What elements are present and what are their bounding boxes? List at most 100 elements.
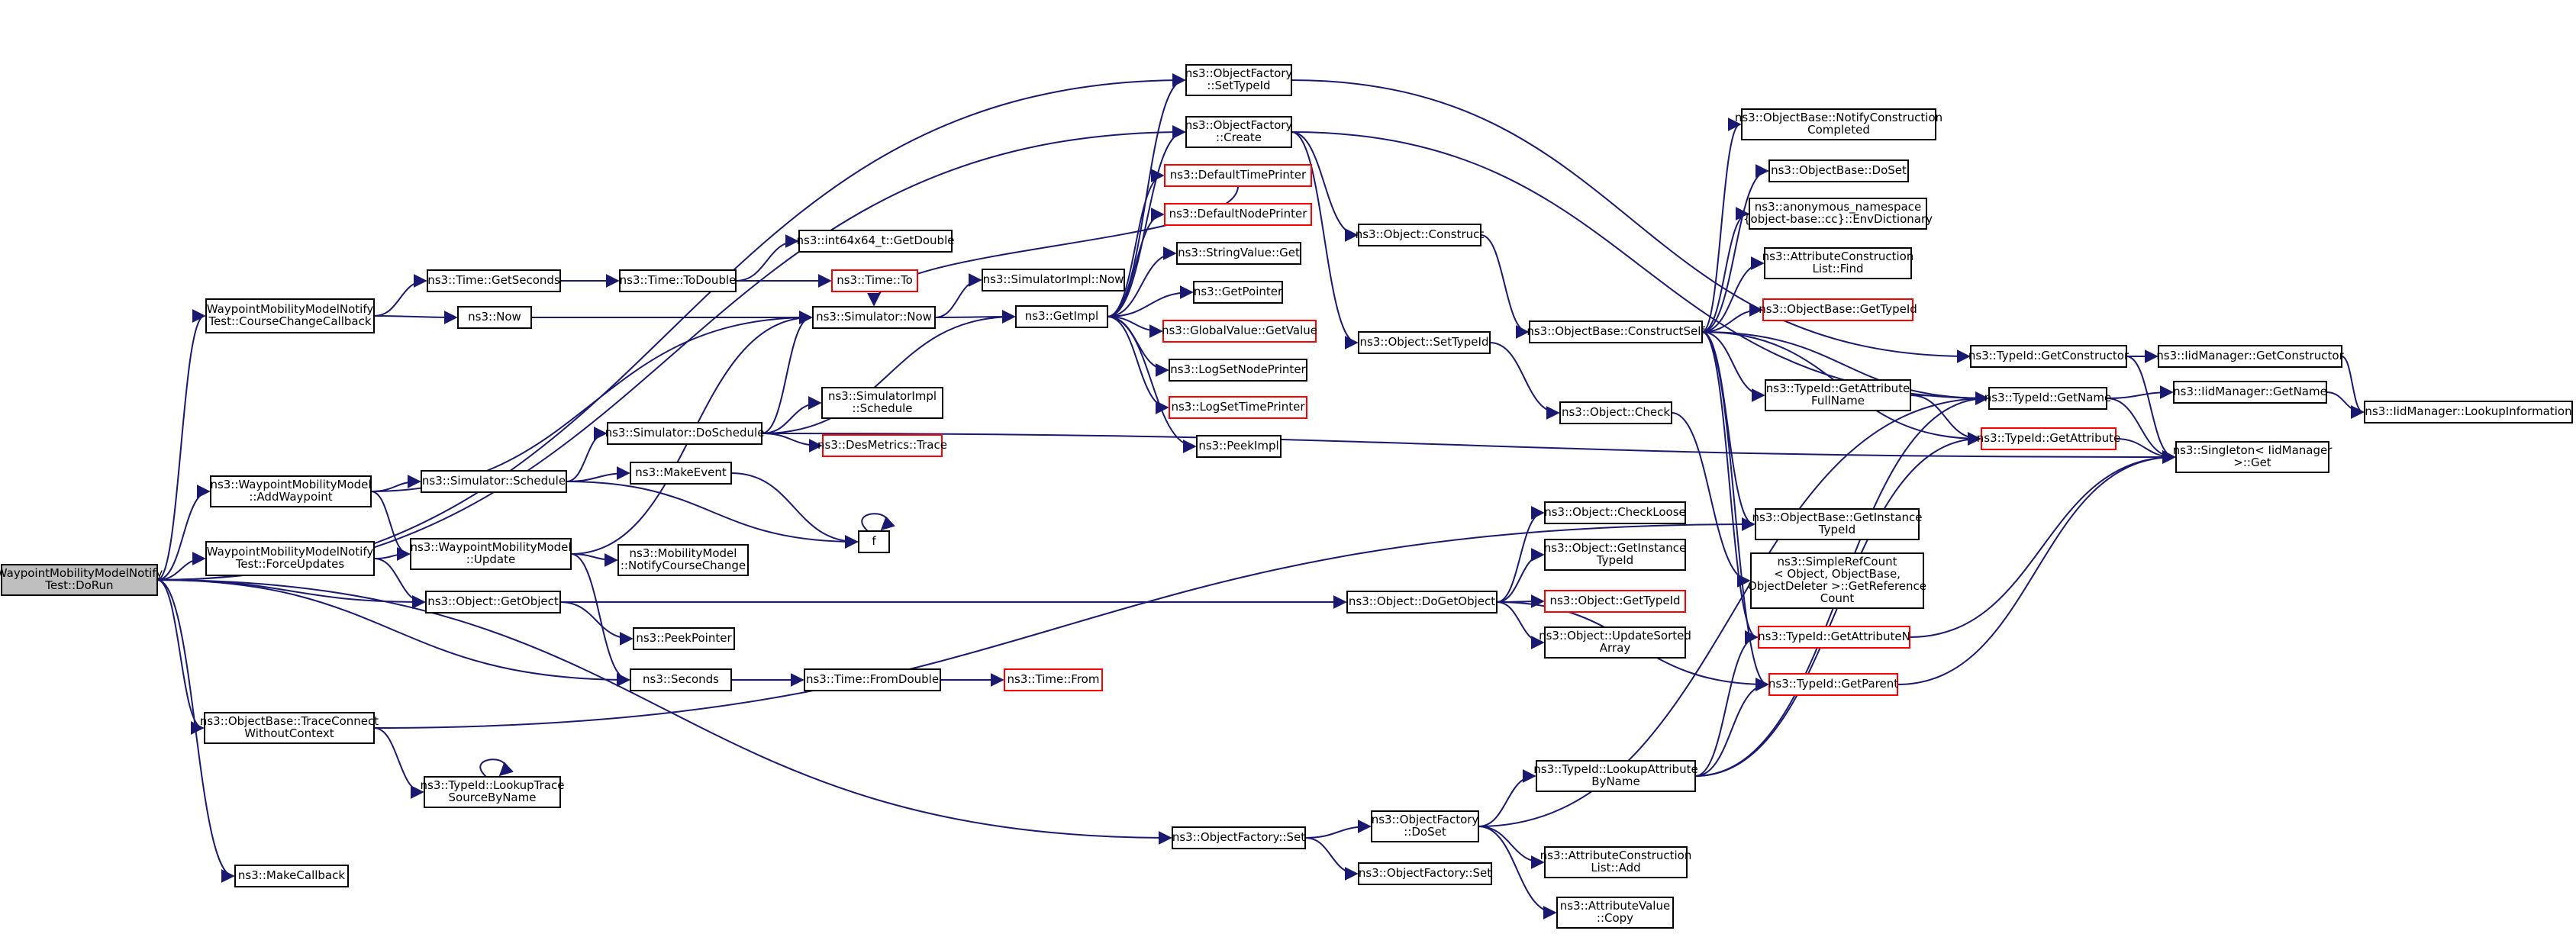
node-box: [1172, 826, 1306, 849]
node-notifyConstruction[interactable]: ns3::ObjectBase::NotifyConstructionCompl…: [1735, 108, 1942, 140]
node-defTimePrinter[interactable]: ns3::DefaultTimePrinter: [1164, 164, 1312, 187]
node-objConstruct[interactable]: ns3::Object::Construct: [1356, 224, 1485, 246]
node-traceConnect[interactable]: ns3::ObjectBase::TraceConnectWithoutCont…: [200, 712, 379, 744]
node-toDouble[interactable]: ns3::Time::ToDouble: [619, 269, 737, 292]
node-label-line: ns3::Time::GetSeconds: [427, 273, 560, 287]
node-iidGetConstructor[interactable]: ns3::IidManager::GetConstructor: [2156, 345, 2345, 368]
node-simNow[interactable]: ns3::Simulator::Now: [812, 306, 936, 329]
call-edge-traceConnect-to-obGetInstanceTypeId: [373, 517, 1755, 729]
call-edge-lookupAttr-to-getParent: [1694, 678, 1769, 777]
node-f[interactable]: f: [858, 530, 890, 553]
node-label-line: ByName: [1591, 775, 1639, 788]
node-int64GetDouble[interactable]: ns3::int64x64_t::GetDouble: [797, 230, 955, 253]
node-ofSet2[interactable]: ns3::ObjectFactory::Set: [1358, 862, 1492, 885]
node-doSchedule[interactable]: ns3::Simulator::DoSchedule: [605, 422, 765, 445]
node-stringGet[interactable]: ns3::StringValue::Get: [1176, 242, 1301, 265]
node-singletonGet[interactable]: ns3::Singleton< IidManager>::Get: [2173, 441, 2333, 473]
node-box: [1004, 668, 1103, 691]
call-edge-getAttributeN-to-singletonGet: [1909, 450, 2176, 638]
node-timeFrom[interactable]: ns3::Time::From: [1004, 668, 1103, 691]
node-now[interactable]: ns3::Now: [457, 306, 532, 329]
node-label-line: ns3::PeekImpl: [1198, 439, 1278, 453]
node-getAttribute[interactable]: ns3::TypeId::GetAttribute: [1977, 427, 2120, 450]
node-iidGetName[interactable]: ns3::IidManager::GetName: [2173, 381, 2327, 404]
node-simImplSchedule[interactable]: ns3::SimulatorImpl::Schedule: [821, 387, 943, 419]
node-getParent[interactable]: ns3::TypeId::GetParent: [1768, 673, 1898, 696]
call-edge-constructSelf-to-notifyConstruction: [1701, 118, 1742, 333]
node-label-line: ::NotifyCourseChange: [621, 559, 746, 572]
node-label-line: ns3::TypeId::GetParent: [1768, 677, 1898, 691]
node-defNodePrinter[interactable]: ns3::DefaultNodePrinter: [1164, 203, 1312, 226]
node-desTrace[interactable]: ns3::DesMetrics::Trace: [817, 434, 947, 457]
node-objCheck[interactable]: ns3::Object::Check: [1559, 401, 1672, 424]
node-box: [812, 306, 936, 329]
node-label-line: ::SetTypeId: [1207, 79, 1270, 92]
node-getPointer[interactable]: ns3::GetPointer: [1193, 281, 1283, 304]
node-ofDoSet[interactable]: ns3::ObjectFactory::DoSet: [1371, 810, 1479, 842]
node-ofSet[interactable]: ns3::ObjectFactory::Set: [1172, 826, 1306, 849]
node-simImplNow[interactable]: ns3::SimulatorImpl::Now: [982, 269, 1125, 291]
node-iidLookupInfo[interactable]: ns3::IidManager::LookupInformation: [2364, 401, 2573, 424]
node-box: [1371, 810, 1479, 842]
node-peekImpl[interactable]: ns3::PeekImpl: [1196, 435, 1282, 458]
node-label-line: ns3::PeekPointer: [636, 631, 732, 645]
node-getImpl[interactable]: ns3::GetImpl: [1015, 305, 1108, 328]
node-simSchedule[interactable]: ns3::Simulator::Schedule: [421, 470, 567, 493]
node-box: [1764, 247, 1912, 279]
node-attrCopy[interactable]: ns3::AttributeValue::Copy: [1556, 897, 1674, 929]
node-doGetObject[interactable]: ns3::Object::DoGetObject: [1346, 591, 1498, 614]
node-globalGetValue[interactable]: ns3::GlobalValue::GetValue: [1162, 320, 1317, 343]
node-getSeconds[interactable]: ns3::Time::GetSeconds: [427, 269, 561, 292]
node-getConstructor[interactable]: ns3::TypeId::GetConstructor: [1968, 345, 2129, 368]
node-obGetTypeId[interactable]: ns3::ObjectBase::GetTypeId: [1759, 298, 1917, 321]
call-edge-root-to-seconds: [156, 579, 630, 687]
node-box: [617, 544, 749, 576]
node-ofSetTypeId[interactable]: ns3::ObjectFactory::SetTypeId: [1185, 64, 1293, 96]
node-label-line: < Object, ObjectBase,: [1774, 567, 1901, 581]
node-doSet[interactable]: ns3::ObjectBase::DoSet: [1768, 159, 1909, 182]
node-getName[interactable]: ns3::TypeId::GetName: [1984, 387, 2111, 410]
call-edge-root-to-ofSet: [156, 579, 1172, 845]
node-getObject[interactable]: ns3::Object::GetObject: [425, 591, 561, 614]
node-seconds[interactable]: ns3::Seconds: [630, 668, 732, 691]
call-edge-courseChangeCb-to-getSeconds: [373, 274, 427, 317]
node-logSetNode[interactable]: ns3::LogSetNodePrinter: [1169, 359, 1307, 382]
node-simpleRefCount[interactable]: ns3::SimpleRefCount< Object, ObjectBase,…: [1748, 552, 1926, 609]
call-edge-ofSet-to-ofSet2: [1304, 837, 1359, 881]
node-timeTo[interactable]: ns3::Time::To: [831, 269, 918, 292]
node-constructSelf[interactable]: ns3::ObjectBase::ConstructSelf: [1527, 320, 1705, 343]
node-objSetTypeId[interactable]: ns3::Object::SetTypeId: [1358, 331, 1491, 354]
node-addWaypoint[interactable]: ns3::WaypointMobilityModel::AddWaypoint: [210, 475, 372, 507]
node-fromDouble[interactable]: ns3::Time::FromDouble: [804, 668, 941, 691]
call-edge-getImpl-to-defTimePrinter: [1107, 169, 1165, 317]
node-checkLoose[interactable]: ns3::Object::CheckLoose: [1544, 501, 1686, 524]
node-peekPointer[interactable]: ns3::PeekPointer: [633, 627, 735, 650]
node-label-line: ::AddWaypoint: [249, 490, 332, 504]
node-objGetTypeId[interactable]: ns3::Object::GetTypeId: [1544, 590, 1686, 613]
node-label-line: ns3::Object::Check: [1562, 405, 1670, 419]
node-envDictionary[interactable]: ns3::anonymous_namespace{object-base::cc…: [1743, 198, 1933, 230]
node-makeCallback[interactable]: ns3::MakeCallback: [234, 865, 349, 887]
node-getAttributeN[interactable]: ns3::TypeId::GetAttributeN: [1758, 626, 1910, 649]
node-forceUpdates[interactable]: WaypointMobilityModelNotifyTest::ForceUp…: [205, 541, 375, 576]
node-box: [1169, 359, 1307, 382]
node-wmmUpdate[interactable]: ns3::WaypointMobilityModel::Update: [410, 538, 572, 570]
call-edge-getImpl-to-getPointer: [1107, 285, 1194, 317]
node-notifyCourse[interactable]: ns3::MobilityModel::NotifyCourseChange: [617, 544, 749, 576]
node-makeEvent[interactable]: ns3::MakeEvent: [630, 462, 732, 485]
node-label-line: Count: [1820, 591, 1855, 605]
node-logSetTime[interactable]: ns3::LogSetTimePrinter: [1169, 396, 1307, 419]
node-ofCreate[interactable]: ns3::ObjectFactory::Create: [1185, 116, 1293, 148]
node-courseChangeCb[interactable]: WaypointMobilityModelNotifyTest::CourseC…: [205, 298, 375, 333]
node-box: [607, 422, 762, 445]
call-edge-simSchedule-to-doSchedule: [566, 427, 608, 482]
